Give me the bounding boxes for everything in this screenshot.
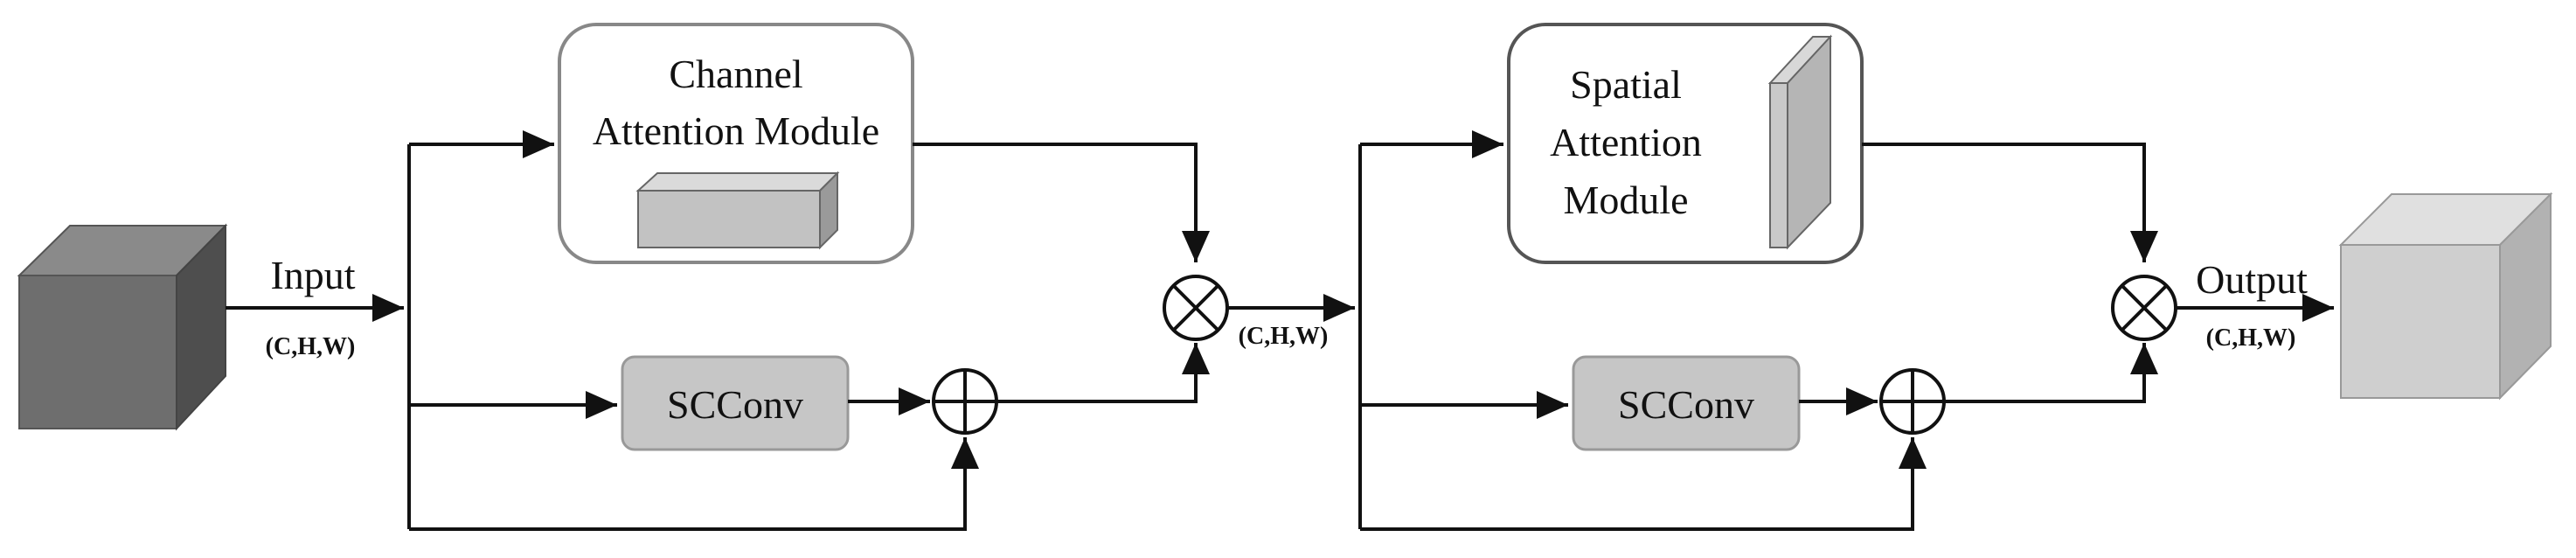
spatial-feature-plate xyxy=(1767,34,1833,250)
channel-module-to-multiply xyxy=(913,143,1210,262)
multiply-operator-1 xyxy=(1163,275,1229,341)
scconv-2-label: SCConv xyxy=(1618,382,1754,427)
channel-attention-module: Channel Attention Module xyxy=(558,23,914,264)
output-shape-label: (C,H,W) xyxy=(2206,324,2296,352)
add-operator-2 xyxy=(1879,368,1946,435)
output-label: Output xyxy=(2196,257,2308,302)
spatial-attention-module: Spatial Attention Module xyxy=(1507,23,1864,264)
scconv-1-label: SCConv xyxy=(667,382,803,427)
spatial-module-to-multiply xyxy=(1862,143,2158,262)
multiply-operator-2 xyxy=(2111,275,2177,341)
scconv-block-2: SCConv xyxy=(1572,355,1801,451)
add-to-multiply-1 xyxy=(996,343,1210,403)
spatial-module-title-line3: Module xyxy=(1563,178,1688,222)
input-cube xyxy=(17,223,228,431)
output-cube xyxy=(2338,192,2553,401)
scconv-block-1: SCConv xyxy=(621,355,850,451)
add-operator-1 xyxy=(932,368,998,435)
spatial-module-title-line2: Attention xyxy=(1550,120,1702,164)
middle-shape-label: (C,H,W) xyxy=(1239,323,1329,350)
channel-module-title-line1: Channel xyxy=(669,52,802,96)
channel-feature-slab xyxy=(635,171,840,250)
spatial-module-title-line1: Spatial xyxy=(1570,62,1682,107)
input-label: Input xyxy=(270,253,355,297)
channel-module-title-line2: Attention Module xyxy=(593,108,879,153)
add-to-multiply-2 xyxy=(1944,343,2158,403)
input-shape-label: (C,H,W) xyxy=(266,333,356,360)
skip-connection-2 xyxy=(1360,437,1927,531)
skip-connection-1 xyxy=(409,437,979,531)
